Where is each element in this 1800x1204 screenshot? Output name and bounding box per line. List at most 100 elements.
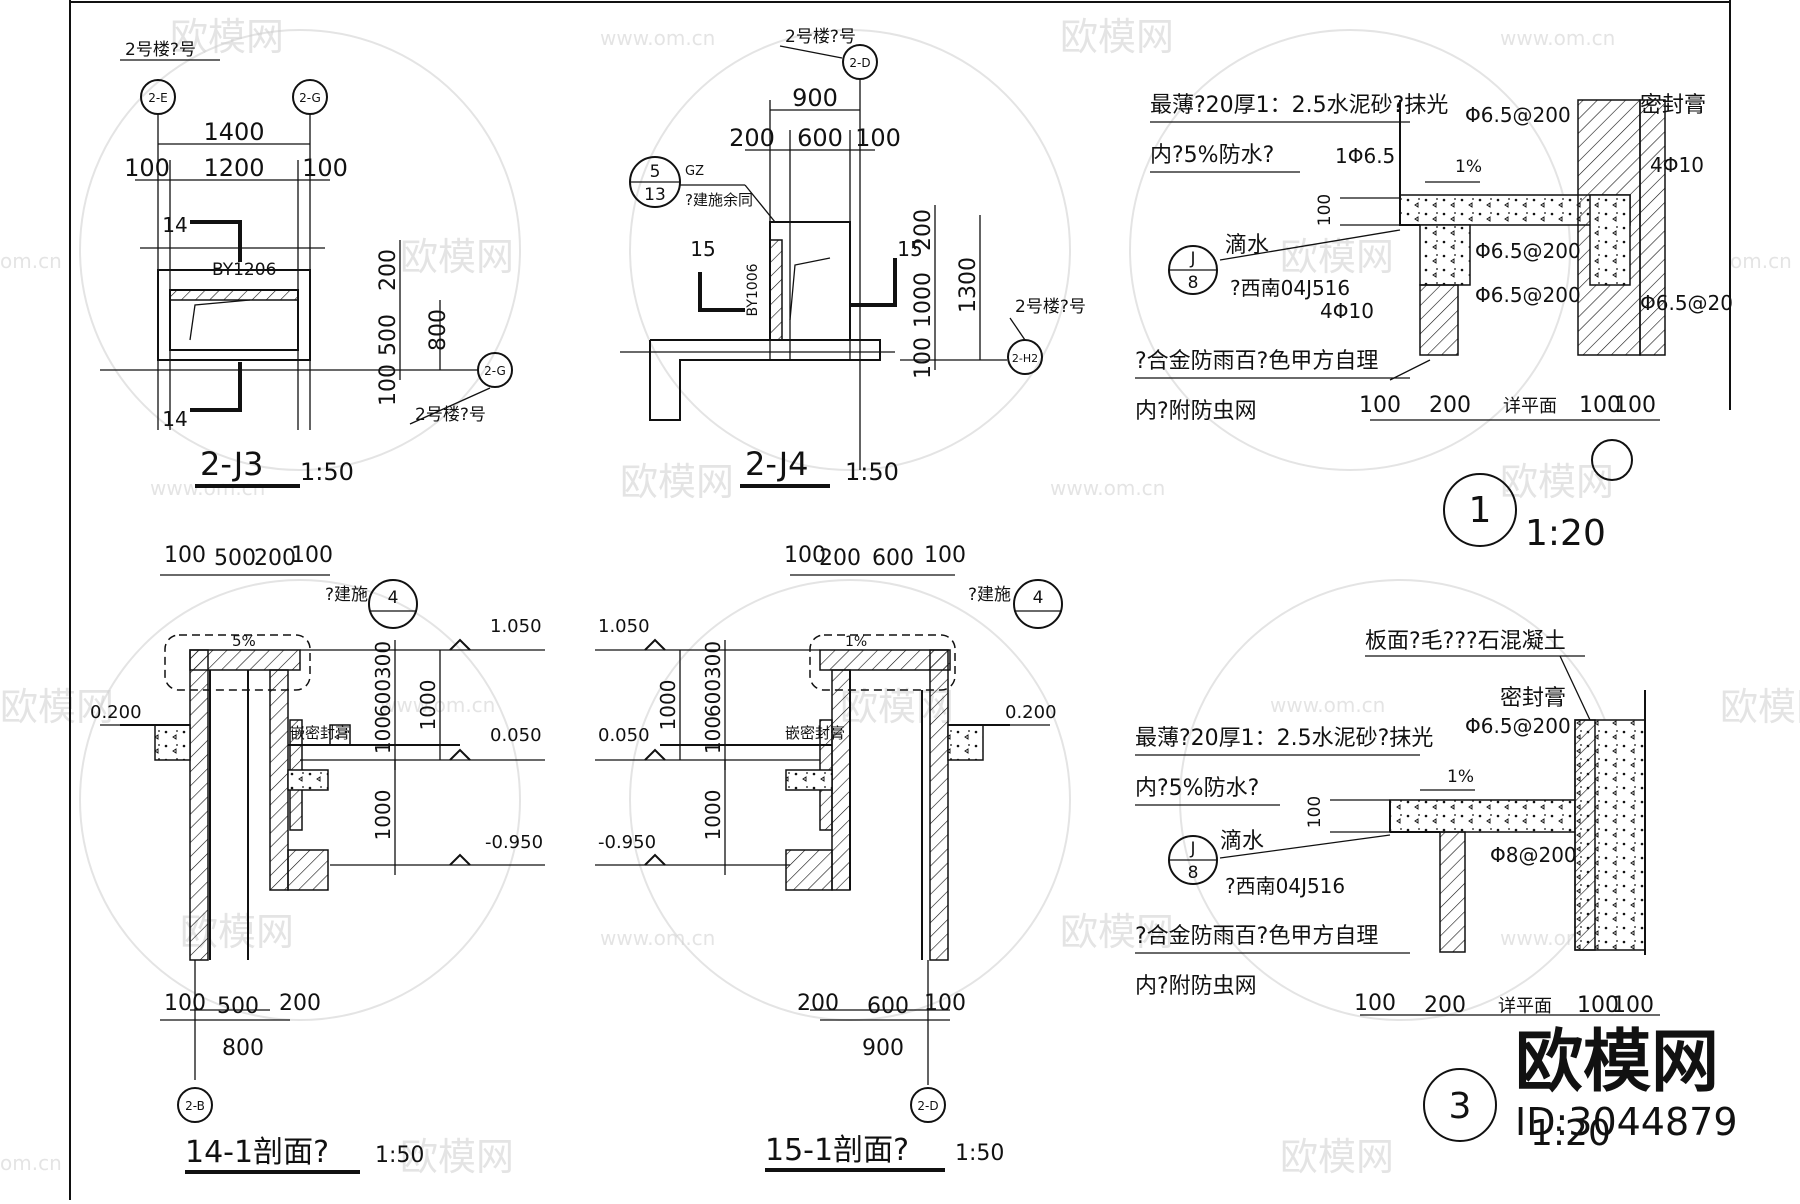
note-mortar: 最薄?20厚1：2.5水泥砂?抹光 bbox=[1150, 93, 1448, 118]
slope-label: 5% bbox=[232, 632, 256, 650]
vdim: 300 bbox=[371, 641, 395, 679]
window-label: BY1006 bbox=[745, 263, 761, 316]
note-building: 2号楼?号 bbox=[1015, 297, 1086, 317]
ref-num: J bbox=[1189, 249, 1195, 269]
watermark-brand: 欧模网 bbox=[170, 15, 284, 59]
watermark-url: www.om.cn bbox=[600, 26, 715, 50]
section-mark: 14 bbox=[162, 213, 187, 237]
rebar-note: Φ6.5@200 bbox=[1475, 239, 1581, 263]
ref-num: 5 bbox=[650, 162, 661, 182]
dim-mid: 1200 bbox=[203, 154, 264, 182]
drip-note: 滴水 bbox=[1225, 233, 1269, 258]
drawing-scale: 1:50 bbox=[845, 458, 899, 486]
ref-den: 8 bbox=[1188, 273, 1199, 293]
seal-note: 嵌密封膏 bbox=[785, 724, 845, 742]
dim: 200 bbox=[254, 546, 296, 571]
drawing-scale: 1:50 bbox=[955, 1141, 1004, 1166]
drawing-scale: 1:50 bbox=[300, 458, 354, 486]
watermark-brand: 欧模网 bbox=[1280, 1135, 1394, 1179]
watermark-brand: 欧模网 bbox=[1060, 910, 1174, 954]
drawing-title: 14-1剖面? bbox=[185, 1135, 329, 1170]
dim-right: 100 bbox=[302, 154, 348, 182]
vdim: 100 bbox=[701, 716, 725, 754]
dim: 100 bbox=[924, 991, 966, 1016]
ref-note: ?建施 bbox=[325, 585, 368, 605]
vdim: 100 bbox=[376, 364, 401, 406]
std-note: ?西南04J516 bbox=[1230, 276, 1350, 300]
elev-left: 0.200 bbox=[90, 702, 142, 723]
watermark-brand: 欧模网 bbox=[1500, 460, 1614, 504]
vdim: 200 bbox=[376, 249, 401, 291]
vdim: 1000 bbox=[416, 680, 440, 731]
ref-bubble bbox=[368, 579, 418, 629]
ref-num: 4 bbox=[388, 588, 399, 608]
watermark-layer: 欧模网 欧模网 欧模网 欧模网 欧模网 欧模网 欧模网 欧模网 欧模网 欧模网 … bbox=[0, 15, 1800, 1179]
ref-num: 4 bbox=[1033, 588, 1044, 608]
watermark-url: www.om.cn bbox=[1270, 693, 1385, 717]
vdim: 600 bbox=[371, 679, 395, 717]
dim: 100 bbox=[164, 991, 206, 1016]
rebar-note: Φ8@200 bbox=[1490, 843, 1577, 867]
rebar-note: Φ6.5@200 bbox=[1465, 714, 1571, 738]
section-15-1: 100 200 600 100 ?建施 4 1% 嵌密封膏 1.050 0.20… bbox=[595, 543, 1063, 1172]
vdim-total: 1300 bbox=[956, 257, 981, 313]
watermark-url: om.cn bbox=[1730, 249, 1792, 273]
dim: 100 bbox=[1359, 393, 1401, 418]
dim: 详平面 bbox=[1503, 396, 1557, 417]
insect-note: 内?附防虫网 bbox=[1135, 974, 1257, 999]
slope-label: 1% bbox=[1455, 157, 1482, 177]
detail-callout bbox=[809, 634, 956, 691]
elev-top: 1.050 bbox=[490, 616, 542, 637]
elev-top: 1.050 bbox=[598, 616, 650, 637]
dim-total: 900 bbox=[792, 84, 838, 112]
std-note: ?西南04J516 bbox=[1225, 874, 1345, 898]
louver-note: ?合金防雨百?色甲方自理 bbox=[1135, 924, 1378, 949]
vdim: 1000 bbox=[656, 680, 680, 731]
watermark-url: www.om.cn bbox=[380, 693, 495, 717]
dim: 200 bbox=[279, 991, 321, 1016]
dim: 900 bbox=[862, 1036, 904, 1061]
watermark-url: www.om.cn bbox=[1050, 476, 1165, 500]
logo-id: ID:3044879 bbox=[1515, 1100, 1738, 1144]
seal-note: 嵌密封膏 bbox=[290, 724, 350, 742]
detail-scale: 1:20 bbox=[1525, 513, 1606, 554]
rebar-note: Φ6.5@200 bbox=[1465, 103, 1571, 127]
vdim: 1000 bbox=[701, 790, 725, 841]
vdim: 100 bbox=[1315, 194, 1335, 226]
axis-label: 2-G bbox=[484, 364, 506, 378]
ref-num: J bbox=[1189, 839, 1195, 859]
detail-bubble bbox=[1423, 1068, 1497, 1142]
note-building: 2号楼?号 bbox=[415, 405, 486, 425]
watermark-brand: 欧模网 bbox=[0, 685, 114, 729]
vdim: 1000 bbox=[371, 790, 395, 841]
dim: 100 bbox=[1612, 993, 1654, 1018]
section-mark: 14 bbox=[162, 407, 187, 431]
dim: 100 bbox=[164, 543, 206, 568]
ref-den: 13 bbox=[644, 185, 666, 205]
note-mortar: 最薄?20厚1：2.5水泥砂?抹光 bbox=[1135, 726, 1433, 751]
elev-mid: 0.050 bbox=[490, 725, 542, 746]
detail-scale: 1:20 bbox=[1530, 1113, 1611, 1154]
axis-bubble bbox=[177, 1087, 213, 1123]
axis-bubble bbox=[842, 44, 878, 80]
axis-label: 2-D bbox=[917, 1099, 938, 1113]
dim: 200 bbox=[1424, 993, 1466, 1018]
axis-label: 2-B bbox=[185, 1099, 205, 1113]
dim: 100 bbox=[1577, 993, 1619, 1018]
slope-label: 1% bbox=[1447, 767, 1474, 787]
detail-bubble bbox=[1443, 473, 1517, 547]
note-waterproof: 内?5%防水? bbox=[1135, 776, 1259, 801]
dim: 100 bbox=[924, 543, 966, 568]
detail-1: 最薄?20厚1：2.5水泥砂?抹光 内?5%防水? 1Φ6.5 1% Φ6.5@… bbox=[1135, 93, 1733, 554]
vdim: 1000 bbox=[911, 272, 936, 328]
vdim: 500 bbox=[376, 314, 401, 356]
dim-mid: 600 bbox=[797, 124, 843, 152]
louver-note: ?合金防雨百?色甲方自理 bbox=[1135, 349, 1378, 374]
watermark-brand: 欧模网 bbox=[1720, 685, 1800, 729]
dim-total: 1400 bbox=[203, 118, 264, 146]
vdim-total: 800 bbox=[426, 309, 451, 351]
dim: 100 bbox=[1614, 393, 1656, 418]
dim: 200 bbox=[797, 991, 839, 1016]
